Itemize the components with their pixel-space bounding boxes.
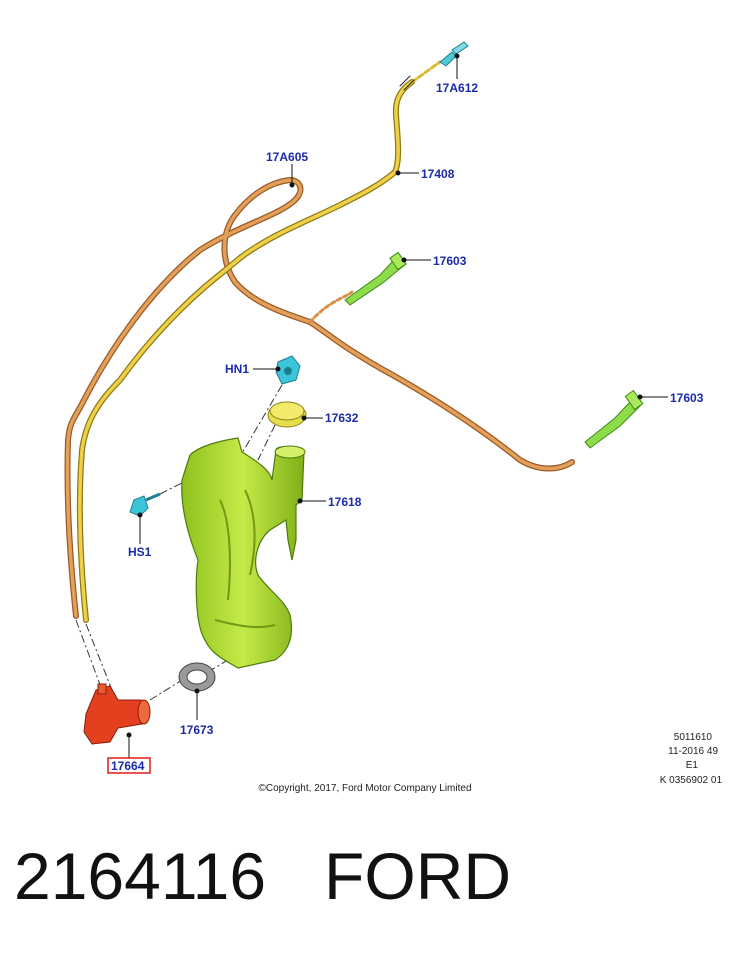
meta-line-2: 11-2016 49 [668, 746, 718, 757]
washer-pump [83, 683, 151, 745]
washer-reservoir [181, 437, 306, 669]
part-number: 2164116 [14, 839, 267, 913]
selected-part-highlight [107, 757, 151, 774]
part-caption: 2164116 FORD [14, 838, 511, 914]
callout-17a612[interactable]: 17A612 [436, 81, 478, 95]
callout-17408[interactable]: 17408 [421, 167, 455, 181]
callout-17603-lower[interactable]: 17603 [670, 391, 704, 405]
filler-cap [267, 401, 307, 428]
meta-line-1: 5011610 [674, 732, 713, 743]
meta-line-4: K 0356902 01 [660, 775, 723, 786]
washer-hose-yellow [76, 60, 442, 623]
brand-name: FORD [324, 839, 512, 913]
parts-diagram: 17A612 17408 17A605 17603 17603 HN1 1763… [64, 41, 723, 794]
copyright-text: ©Copyright, 2017, Ford Motor Company Lim… [258, 783, 471, 794]
connector-17a612 [439, 41, 469, 67]
meta-line-3: E1 [686, 760, 699, 771]
pump-grommet [178, 662, 216, 692]
callout-17664[interactable]: 17664 [111, 759, 145, 773]
callout-17603-upper[interactable]: 17603 [433, 254, 467, 268]
callout-hn1[interactable]: HN1 [225, 362, 249, 376]
washer-nozzle-lower [584, 389, 644, 449]
washer-nozzle-upper [344, 251, 407, 306]
leader-lines [126, 53, 668, 758]
callout-17673[interactable]: 17673 [180, 723, 214, 737]
callout-17632[interactable]: 17632 [325, 411, 359, 425]
callout-17618[interactable]: 17618 [328, 495, 362, 509]
washer-hose-orange [64, 177, 575, 619]
callout-hs1[interactable]: HS1 [128, 545, 152, 559]
bolt-hs1 [129, 492, 161, 517]
nut-hn1 [275, 355, 301, 385]
callout-17a605[interactable]: 17A605 [266, 150, 308, 164]
